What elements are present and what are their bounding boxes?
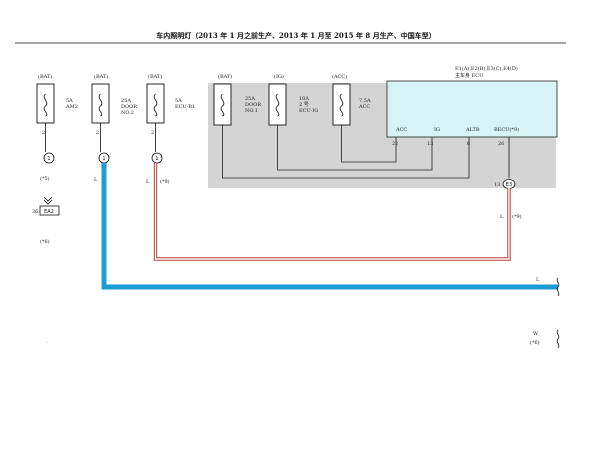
svg-text:1: 1: [47, 156, 50, 162]
svg-text:W: W: [533, 331, 539, 337]
svg-text:(IG): (IG): [274, 73, 284, 80]
svg-text:NO.1: NO.1: [245, 108, 258, 114]
svg-text:ALTB: ALTB: [465, 127, 480, 133]
break-mark-top: [556, 277, 560, 297]
svg-text:.: .: [46, 339, 48, 345]
svg-text:(BAT): (BAT): [94, 73, 108, 80]
svg-text:ECU-B1: ECU-B1: [175, 104, 195, 110]
ecu-codes: E1(A),E2(B),E3(C),E4(D): [455, 65, 518, 72]
svg-text:10A: 10A: [299, 96, 309, 102]
svg-text:BECU(*9): BECU(*9): [494, 126, 519, 133]
fuse-door-no2: (BAT) 25A DOOR NO.2 2 1: [91, 73, 137, 164]
diagram-title: 车内照明灯（2013 年 1 月之前生产、2013 年 1 月至 2015 年 …: [156, 31, 435, 40]
svg-text:6: 6: [467, 141, 470, 147]
ecu-output-connector: 13 E3: [494, 137, 516, 189]
fuse-ecu-b1: (BAT) 5A ECU-B1 2 1: [146, 73, 195, 164]
svg-text:26: 26: [498, 141, 504, 147]
svg-text:ECU-IG: ECU-IG: [299, 108, 318, 114]
wire-markers: L (*9) L (*9) L L W (*6): [94, 177, 540, 346]
svg-text:AM2: AM2: [65, 104, 78, 110]
break-mark-bottom: [556, 329, 560, 349]
svg-text:DOOR: DOOR: [245, 102, 261, 108]
svg-text:5A: 5A: [175, 98, 182, 104]
svg-text:2: 2: [96, 130, 99, 136]
svg-text:13: 13: [427, 141, 433, 147]
svg-text:7.5A: 7.5A: [359, 98, 371, 104]
svg-text:25A: 25A: [245, 96, 255, 102]
svg-text:ACC: ACC: [395, 127, 407, 133]
svg-text:(*9): (*9): [512, 213, 522, 220]
svg-text:(ACC): (ACC): [332, 73, 347, 80]
svg-text:2: 2: [151, 130, 154, 136]
svg-text:(BAT): (BAT): [218, 73, 232, 80]
blue-wire: [101, 163, 558, 290]
ecu-pin-becu: BECU(*9) 26: [494, 126, 519, 147]
svg-text:EA2: EA2: [44, 209, 54, 215]
svg-text:2 号: 2 号: [299, 102, 309, 108]
fuse-acc: (ACC) 7.5A ACC: [332, 73, 371, 126]
fuse-door-no1: (BAT) 25A DOOR NO.1: [213, 73, 261, 126]
svg-text:L: L: [146, 179, 150, 185]
svg-text:IG: IG: [434, 127, 440, 133]
ecu-pin-ig: IG 13: [427, 127, 440, 147]
fuse-ecu-ig: (IG) 10A 2 号 ECU-IG: [268, 73, 318, 126]
svg-text:L: L: [94, 177, 98, 183]
svg-text:13: 13: [494, 182, 500, 188]
svg-text:(*9): (*9): [160, 178, 170, 185]
ecu-pin-altb: ALTB 6: [465, 127, 480, 147]
svg-text:(*6): (*6): [40, 238, 50, 245]
svg-text:L: L: [500, 214, 504, 220]
svg-text:(BAT): (BAT): [38, 73, 52, 80]
main-body-ecu: [386, 80, 558, 138]
ecu-name: 主车身 ECU: [455, 72, 483, 79]
svg-text:E3: E3: [506, 182, 512, 188]
svg-text:1: 1: [102, 156, 105, 162]
svg-text:DOOR: DOOR: [121, 104, 137, 110]
junction-wires: [222, 125, 470, 179]
svg-text:NO.2: NO.2: [121, 110, 134, 116]
svg-text:5A: 5A: [66, 98, 73, 104]
red-white-wire: [153, 163, 511, 261]
svg-text:22: 22: [392, 141, 398, 147]
svg-text:25A: 25A: [121, 98, 131, 104]
svg-text:36: 36: [32, 209, 38, 215]
left-labels: (*5) 36 EA2 (*6) .: [32, 175, 60, 345]
svg-text:(*6): (*6): [530, 339, 540, 346]
svg-text:1: 1: [155, 156, 158, 162]
svg-text:L: L: [536, 277, 540, 283]
svg-text:(*5): (*5): [40, 175, 50, 182]
ecu-pin-acc: ACC 22: [392, 127, 407, 147]
svg-text:(BAT): (BAT): [148, 73, 162, 80]
svg-text:ACC: ACC: [358, 104, 370, 110]
svg-text:2: 2: [42, 130, 45, 136]
fuse-am2: (BAT) 5A AM2 2 1: [36, 73, 78, 164]
